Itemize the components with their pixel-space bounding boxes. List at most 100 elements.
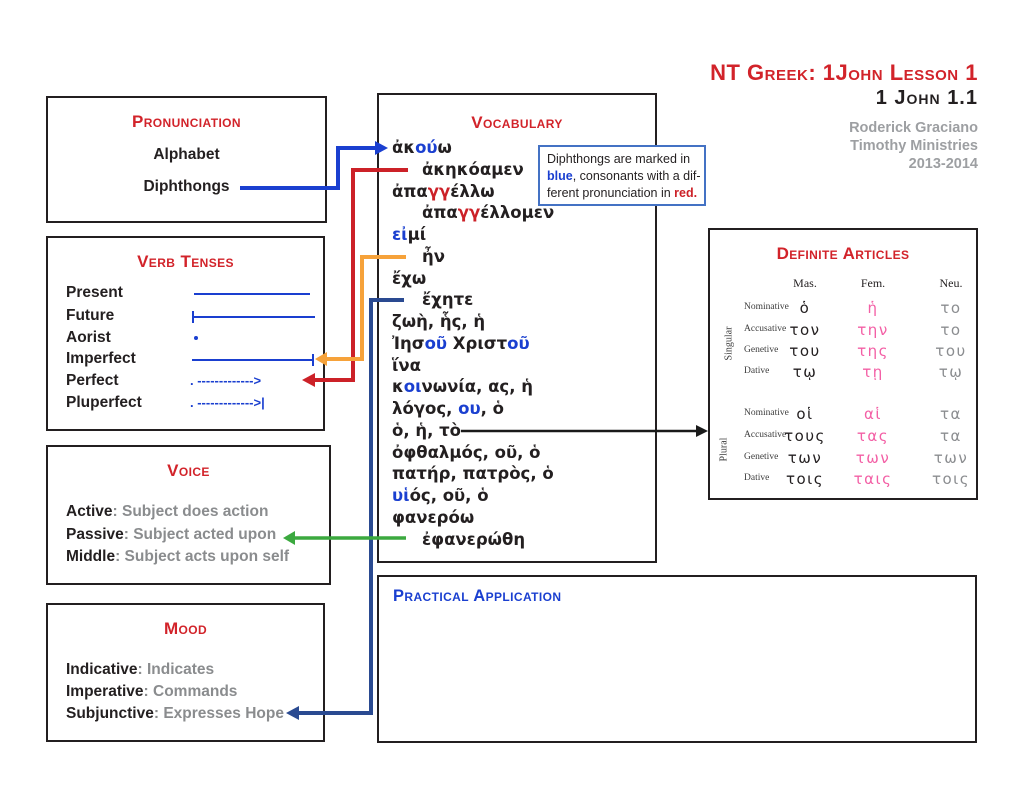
text-segment: ου [458, 399, 481, 418]
article-cell: τα [940, 405, 962, 423]
article-cell: ὁ [799, 299, 811, 317]
article-cell: αἱ [864, 405, 882, 423]
arrowhead-icon [696, 425, 708, 437]
vocab-item: υἱός, οῦ, ὁ [392, 486, 489, 508]
text-segment: κ [392, 377, 404, 397]
tense-label: Perfect [66, 372, 119, 389]
text-segment: ἀπα [422, 203, 458, 223]
text-segment: έλλω [450, 181, 495, 201]
definition-row: Subjunctive: Expresses Hope [66, 705, 319, 727]
text-segment: ἔχω [392, 268, 427, 288]
note-line: blue, consonants with a dif- [547, 168, 701, 185]
vocab-item: ζωὴ, ἧς, ἡ [392, 312, 485, 334]
tense-label: Pluperfect [66, 394, 142, 411]
vocab-item: ἀκηκόαμεν [422, 160, 524, 182]
vocab-item: ἀπαγγέλλω [392, 182, 495, 204]
page-subtitle: 1 John 1.1 [875, 87, 978, 109]
text-segment: λόγος, [392, 399, 459, 418]
article-cell: τους [784, 427, 826, 445]
article-cell: τῳ [938, 363, 964, 381]
diphthong-note: Diphthongs are marked in blue, consonants… [538, 145, 706, 206]
case-label: Nominative [744, 408, 789, 418]
text-segment: ὁ, ἡ, τὸ [392, 420, 461, 440]
vocab-item: λόγος, ου, ὁ [392, 399, 504, 421]
text-segment: γγ [427, 181, 451, 201]
tense-row: Present [48, 283, 323, 305]
term: Active [66, 503, 113, 520]
article-cell: το [940, 321, 962, 339]
text-segment: blue [547, 169, 573, 183]
text-segment: νωνία, ας, ἡ [421, 377, 533, 397]
tense-line [192, 311, 315, 323]
tense-notation: . -------------> [190, 373, 262, 388]
tense-line [192, 354, 314, 366]
text-segment: ω [437, 138, 452, 157]
text-segment: ἦν [422, 246, 445, 266]
header: NT Greek: 1John Lesson 1 1 John 1.1 Rode… [710, 60, 978, 173]
practical-application-title: Practical Application [393, 587, 562, 605]
case-label: Accusative [744, 430, 787, 440]
case-label: Nominative [744, 302, 789, 312]
tense-label: Future [66, 307, 115, 324]
text-segment: ὀφθαλμός, οῦ, ὁ [392, 442, 541, 462]
credit-line: 2013-2014 [908, 156, 978, 172]
definition-row: Active: Subject does action [66, 503, 325, 525]
article-cell: τῃ [862, 363, 884, 381]
credit-line: Timothy Ministries [850, 138, 978, 154]
text-segment: ferent pronunciation in [547, 186, 675, 200]
text-segment: οῦ [507, 333, 530, 353]
term: Passive [66, 526, 124, 543]
tense-line [194, 293, 310, 295]
text-segment: ἐφανερώθη [422, 529, 526, 549]
tense-label: Aorist [66, 329, 111, 346]
text-segment: γγ [457, 203, 481, 223]
case-label: Accusative [744, 324, 787, 334]
verb-tenses-title: Verb Tenses [137, 252, 234, 271]
article-cell: τας [856, 427, 890, 445]
vocab-item: ἐφανερώθη [422, 530, 525, 552]
article-cell: του [789, 342, 821, 360]
tense-row: Future [48, 306, 323, 328]
text-segment: οι [403, 377, 422, 397]
case-label: Dative [744, 473, 770, 483]
pronunciation-item: Diphthongs [143, 178, 230, 195]
note-line: Diphthongs are marked in [547, 151, 697, 168]
voice-title: Voice [167, 461, 210, 480]
vocab-item: ἵνα [392, 356, 421, 378]
tense-row: Aorist [48, 328, 323, 350]
description: : Subject acts upon self [115, 548, 290, 565]
pronunciation-title: Pronunciation [132, 112, 241, 131]
definite-articles-title: Definite Articles [776, 244, 910, 263]
vocab-item: ἔχω [392, 269, 426, 291]
article-cell: το [940, 299, 962, 317]
vocab-item: ὀφθαλμός, οῦ, ὁ [392, 443, 540, 465]
term: Indicative [66, 661, 138, 678]
description: : Indicates [137, 661, 215, 678]
credit-line: Roderick Graciano [849, 120, 978, 136]
text-segment: έλλομεν [480, 203, 555, 223]
definition-row: Passive: Subject acted upon [66, 526, 325, 548]
case-label: Genetive [744, 452, 779, 462]
article-cell: του [935, 342, 967, 360]
tense-row: Pluperfect. ------------->| [48, 393, 323, 415]
text-segment: Diphthongs are marked in [547, 152, 691, 166]
article-cell: οἱ [796, 405, 814, 423]
text-segment: ἀκηκόαμεν [422, 159, 524, 179]
text-segment: ἀκ [392, 138, 416, 157]
tense-dot [194, 336, 198, 340]
text-segment: Ἰησ [392, 333, 425, 353]
description: : Subject acted upon [123, 526, 277, 543]
text-segment: υἱ [392, 486, 410, 505]
definition-row: Imperative: Commands [66, 683, 319, 705]
text-segment: red. [674, 186, 698, 200]
term: Middle [66, 548, 116, 565]
text-segment: , ὁ [480, 399, 504, 418]
text-segment: , consonants with a dif- [572, 169, 701, 183]
text-segment: φανερόω [392, 507, 475, 527]
